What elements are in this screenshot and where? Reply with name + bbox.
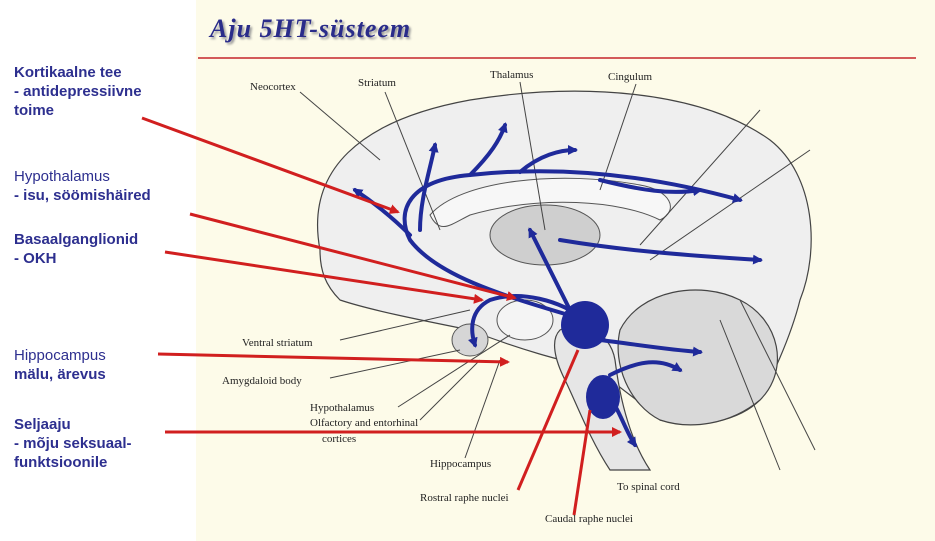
leader-olfactory (419, 359, 481, 421)
thalamus-shape (489, 204, 601, 266)
callout-cortical: Kortikaalne tee - antidepressiivne toime (14, 63, 142, 120)
label-spinal-cord: To spinal cord (617, 481, 680, 493)
callout-cortical-line-2: - antidepressiivne (14, 83, 142, 100)
corpus-callosum (429, 177, 671, 227)
label-neocortex: Neocortex (250, 81, 296, 93)
leader-cortex-right (649, 149, 811, 261)
leader-cortex-top (639, 109, 761, 246)
arrow-hypothalamus (189, 212, 517, 301)
label-thalamus: Thalamus (490, 69, 533, 81)
pathway-frontal-up (418, 142, 439, 232)
arrow-cortical (141, 116, 400, 214)
title-divider (198, 57, 916, 59)
callout-hippocampus: Hippocampus mälu, ärevus (14, 346, 106, 384)
callout-hypothalamus: Hypothalamus - isu, söömishäired (14, 167, 151, 205)
arrow-hippocampus (157, 352, 510, 367)
pathway-top-2 (518, 145, 578, 174)
pathway-amygdala (468, 294, 587, 348)
label-rostral-raphe: Rostral raphe nuclei (420, 492, 509, 504)
callout-spinal-cord: Seljaaju - mõju seksuaal- funktsioonile (14, 415, 132, 472)
callout-basal-ganglia-line-2: - OKH (14, 250, 57, 267)
pathway-frontal-left (352, 188, 412, 237)
callout-hypothalamus-line-2: - isu, söömishäired (14, 187, 151, 204)
pathway-cerebellum-2 (608, 360, 683, 377)
leader-hippocampus (464, 359, 501, 459)
leader-hypothalamus (397, 334, 511, 408)
label-leaders (299, 81, 816, 471)
leader-neocortex (299, 91, 381, 161)
label-olfactory-2: cortices (322, 433, 356, 445)
callout-spinal-cord-line-2: - mõju seksuaal- (14, 435, 132, 452)
leader-cingulum (599, 83, 637, 191)
amygdala-shape (451, 323, 489, 357)
label-cingulum: Cingulum (608, 71, 652, 83)
label-ventral-striatum: Ventral striatum (242, 337, 313, 349)
leader-striatum (384, 91, 441, 231)
label-caudal-raphe: Caudal raphe nuclei (545, 513, 633, 525)
leader-cerebellum-2 (719, 319, 781, 471)
pathway-top-3 (598, 178, 703, 197)
callout-spinal-cord-line-1: Seljaaju (14, 416, 71, 433)
leader-ventral-striatum (339, 309, 471, 341)
caudal-raphe-nucleus (586, 375, 620, 419)
callout-arrows (141, 116, 622, 516)
callout-basal-ganglia-line-1: Basaalganglionid (14, 231, 139, 248)
pathway-cerebellum (598, 338, 703, 357)
leader-thalamus (519, 81, 546, 231)
slide-title: Aju 5HT-süsteem (210, 14, 412, 43)
label-striatum: Striatum (358, 77, 396, 89)
label-hypothalamus: Hypothalamus (310, 402, 374, 414)
cerebellum-outline (617, 289, 778, 426)
callout-basal-ganglia: Basaalganglionid - OKH (14, 230, 138, 268)
pointer-rostral-raphe (516, 349, 580, 491)
label-amygdaloid-body: Amygdaloid body (222, 375, 302, 387)
rostral-raphe-nucleus (561, 301, 609, 349)
callout-hippocampus-line-1: Hippocampus (14, 347, 106, 364)
callout-spinal-cord-line-3: funktsioonile (14, 454, 108, 471)
label-hippocampus: Hippocampus (430, 458, 491, 470)
callout-cortical-line-1: Kortikaalne tee (14, 64, 122, 81)
callout-cortical-line-3: toime (14, 102, 55, 119)
pointer-caudal-raphe (572, 409, 592, 516)
pathway-top-1 (468, 122, 508, 177)
arrow-basal-ganglia (164, 250, 484, 304)
leader-cerebellum-1 (739, 299, 816, 451)
pathway-cortical-main (402, 169, 743, 322)
callout-hippocampus-line-2: mälu, ärevus (14, 366, 106, 383)
serotonin-pathways (352, 122, 763, 448)
label-olfactory-1: Olfactory and entorhinal (310, 417, 418, 429)
pathway-posterior (558, 238, 763, 265)
leader-amygdala (329, 349, 461, 379)
callout-hypothalamus-line-1: Hypothalamus (14, 168, 110, 185)
